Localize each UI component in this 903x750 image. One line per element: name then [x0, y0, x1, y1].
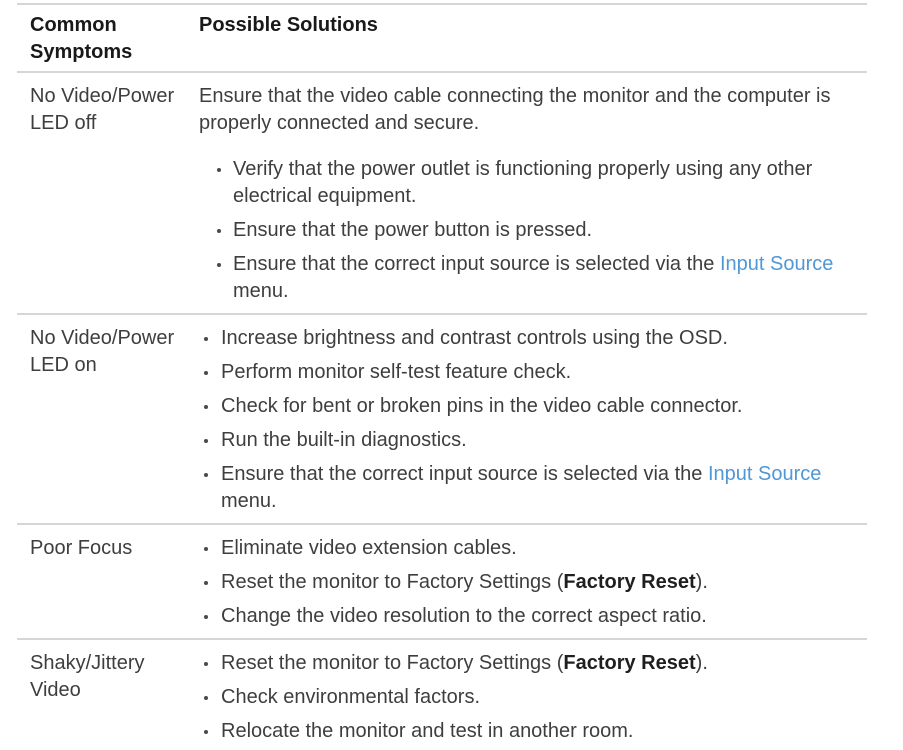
- bullet-icon: [204, 547, 208, 551]
- solution-list: Verify that the power outlet is function…: [199, 156, 839, 305]
- solution-item: Ensure that the correct input source is …: [199, 251, 839, 305]
- solution-text-segment: Verify that the power outlet is function…: [233, 158, 813, 207]
- bullet-icon: [217, 263, 221, 267]
- solution-list: Eliminate video extension cables. Reset …: [199, 535, 839, 630]
- column-header-solutions: Possible Solutions: [199, 14, 378, 36]
- bullet-icon: [204, 696, 208, 700]
- table-row: Poor Focus Eliminate video extension cab…: [17, 525, 867, 640]
- bullet-icon: [204, 439, 208, 443]
- solution-text: Change the video resolution to the corre…: [221, 603, 839, 630]
- solution-text: Reset the monitor to Factory Settings (F…: [221, 569, 839, 596]
- solutions-cell: Increase brightness and contrast control…: [199, 315, 839, 523]
- symptom-cell: No Video/Power LED off: [30, 85, 175, 134]
- solution-text-segment: Change the video resolution to the corre…: [221, 605, 707, 627]
- input-source-link[interactable]: Input Source: [719, 253, 834, 275]
- factory-reset-emphasis: Factory Reset: [563, 571, 696, 593]
- solution-list: Reset the monitor to Factory Settings (F…: [199, 650, 839, 745]
- solution-item: Change the video resolution to the corre…: [199, 603, 839, 630]
- solution-text: Increase brightness and contrast control…: [221, 325, 839, 352]
- solution-item: Ensure that the correct input source is …: [199, 461, 839, 515]
- solution-intro: Ensure that the video cable connecting t…: [199, 85, 831, 134]
- bullet-icon: [204, 337, 208, 341]
- solutions-cell: Reset the monitor to Factory Settings (F…: [199, 640, 839, 750]
- solution-text-segment: Relocate the monitor and test in another…: [221, 720, 634, 742]
- bullet-icon: [204, 405, 208, 409]
- solution-item: Perform monitor self-test feature check.: [199, 359, 839, 386]
- solution-text-segment: Ensure that the correct input source is …: [233, 253, 720, 275]
- solution-text: Ensure that the power button is pressed.: [233, 217, 839, 244]
- solution-text-segment: Increase brightness and contrast control…: [221, 327, 728, 349]
- solution-text: Run the built-in diagnostics.: [221, 427, 839, 454]
- solution-text-segment: Check environmental factors.: [221, 686, 481, 708]
- solution-text-segment: Reset the monitor to Factory Settings (: [221, 652, 564, 674]
- solution-text: Eliminate video extension cables.: [221, 535, 839, 562]
- column-header-symptoms: Common Symptoms: [30, 14, 133, 63]
- solution-text-segment: Perform monitor self-test feature check.: [221, 361, 572, 383]
- solution-text: Check for bent or broken pins in the vid…: [221, 393, 839, 420]
- solution-item: Check environmental factors.: [199, 684, 839, 711]
- solutions-cell: Ensure that the video cable connecting t…: [199, 73, 839, 313]
- solution-list: Increase brightness and contrast control…: [199, 325, 839, 515]
- solution-text-segment: Ensure that the correct input source is …: [221, 463, 708, 485]
- solution-item: Increase brightness and contrast control…: [199, 325, 839, 352]
- table-header-row: Common Symptoms Possible Solutions: [17, 5, 867, 73]
- bullet-icon: [204, 730, 208, 734]
- solution-text: Relocate the monitor and test in another…: [221, 718, 839, 745]
- bullet-icon: [204, 473, 208, 477]
- table-row: Shaky/Jittery Video Reset the monitor to…: [17, 640, 867, 750]
- bullet-icon: [204, 615, 208, 619]
- input-source-link[interactable]: Input Source: [707, 463, 822, 485]
- symptom-cell: No Video/Power LED on: [30, 327, 175, 376]
- troubleshooting-table: Common Symptoms Possible Solutions No Vi…: [17, 3, 867, 750]
- bullet-icon: [217, 168, 221, 172]
- solutions-cell: Eliminate video extension cables. Reset …: [199, 525, 839, 638]
- bullet-icon: [204, 662, 208, 666]
- solution-item: Ensure that the power button is pressed.: [199, 217, 839, 244]
- table-row: No Video/Power LED off Ensure that the v…: [17, 73, 867, 315]
- solution-text: Ensure that the correct input source is …: [221, 461, 839, 515]
- solution-text-segment: menu.: [233, 280, 289, 302]
- symptom-cell: Poor Focus: [30, 537, 133, 559]
- solution-item: Check for bent or broken pins in the vid…: [199, 393, 839, 420]
- bullet-icon: [217, 229, 221, 233]
- solution-text-segment: Check for bent or broken pins in the vid…: [221, 395, 743, 417]
- solution-text-segment: ).: [695, 571, 708, 593]
- solution-item: Run the built-in diagnostics.: [199, 427, 839, 454]
- solution-text: Perform monitor self-test feature check.: [221, 359, 839, 386]
- solution-text: Check environmental factors.: [221, 684, 839, 711]
- table-row: No Video/Power LED on Increase brightnes…: [17, 315, 867, 525]
- solution-text-segment: Eliminate video extension cables.: [221, 537, 517, 559]
- solution-text: Verify that the power outlet is function…: [233, 156, 839, 210]
- solution-item: Reset the monitor to Factory Settings (F…: [199, 569, 839, 596]
- solution-text-segment: Run the built-in diagnostics.: [221, 429, 467, 451]
- solution-text-segment: menu.: [221, 490, 277, 512]
- symptom-cell: Shaky/Jittery Video: [30, 652, 145, 701]
- factory-reset-emphasis: Factory Reset: [563, 652, 696, 674]
- solution-item: Reset the monitor to Factory Settings (F…: [199, 650, 839, 677]
- solution-text-segment: Ensure that the power button is pressed.: [233, 219, 593, 241]
- solution-text: Ensure that the correct input source is …: [233, 251, 839, 305]
- bullet-icon: [204, 581, 208, 585]
- solution-text: Reset the monitor to Factory Settings (F…: [221, 650, 839, 677]
- solution-item: Verify that the power outlet is function…: [199, 156, 839, 210]
- bullet-icon: [204, 371, 208, 375]
- solution-text-segment: Reset the monitor to Factory Settings (: [221, 571, 564, 593]
- solution-item: Relocate the monitor and test in another…: [199, 718, 839, 745]
- solution-item: Eliminate video extension cables.: [199, 535, 839, 562]
- solution-text-segment: ).: [695, 652, 708, 674]
